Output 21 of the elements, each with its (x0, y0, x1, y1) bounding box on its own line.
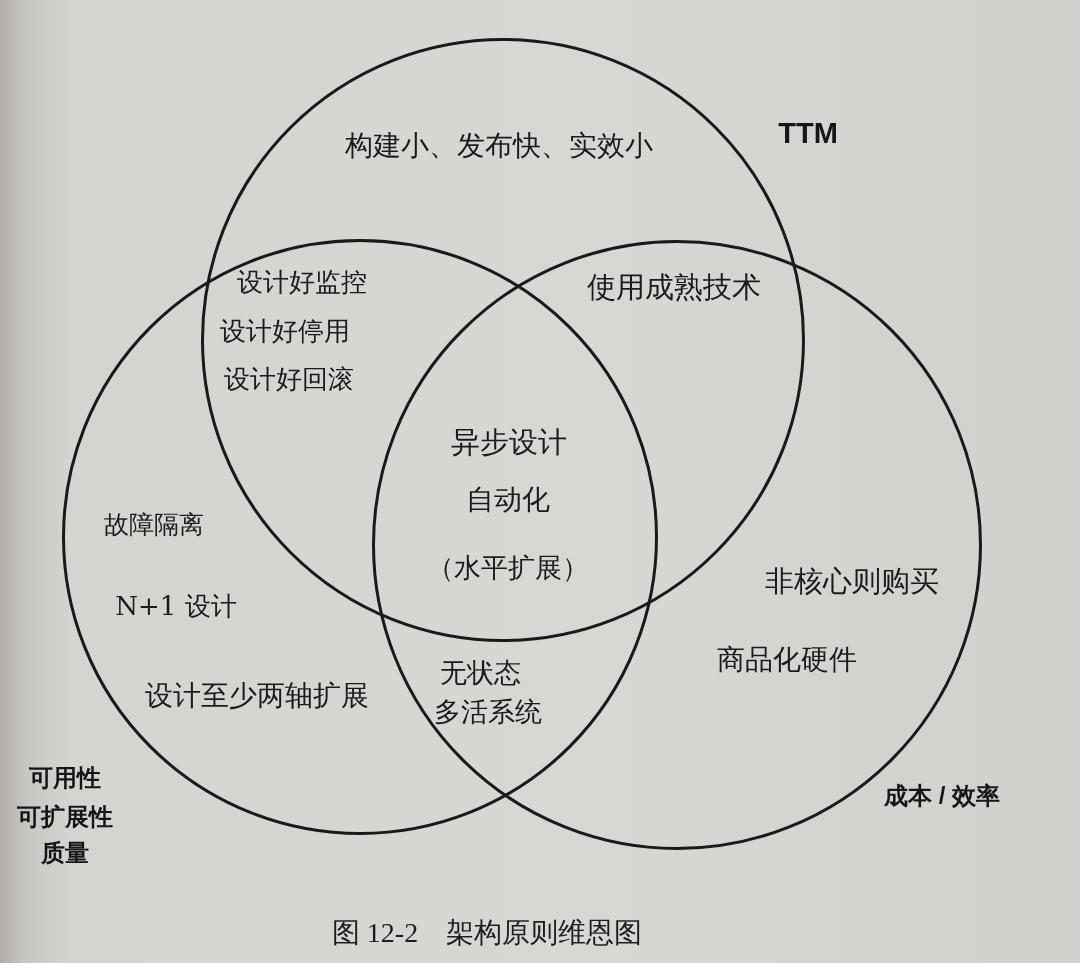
region-label: 设计好停用 (220, 317, 350, 347)
region-label: 设计好监控 (237, 268, 367, 298)
region-label: 故障隔离 (104, 510, 204, 540)
region-label: N+1 设计 (115, 592, 237, 622)
region-label: 构建小、发布快、实效小 (345, 129, 653, 163)
region-label: 使用成熟技术 (587, 271, 761, 305)
circle-label: 成本 / 效率 (884, 782, 1000, 810)
circle-label: 可扩展性 (17, 803, 113, 831)
circle-label: 可用性 (29, 764, 101, 792)
region-label: 异步设计 (451, 426, 567, 460)
region-label: 多活系统 (434, 696, 542, 728)
region-label: 设计好回滚 (224, 365, 354, 395)
region-label: 自动化 (466, 483, 550, 517)
region-label: 商品化硬件 (717, 643, 857, 677)
region-label: （水平扩展） (427, 552, 589, 584)
circle-label: TTM (778, 117, 838, 151)
region-label: 非核心则购买 (765, 565, 939, 599)
region-label: 无状态 (439, 657, 521, 689)
figure-caption: 图 12-2 架构原则维恩图 (331, 916, 643, 950)
circle-label: 质量 (41, 839, 89, 867)
region-label: 设计至少两轴扩展 (145, 679, 369, 713)
